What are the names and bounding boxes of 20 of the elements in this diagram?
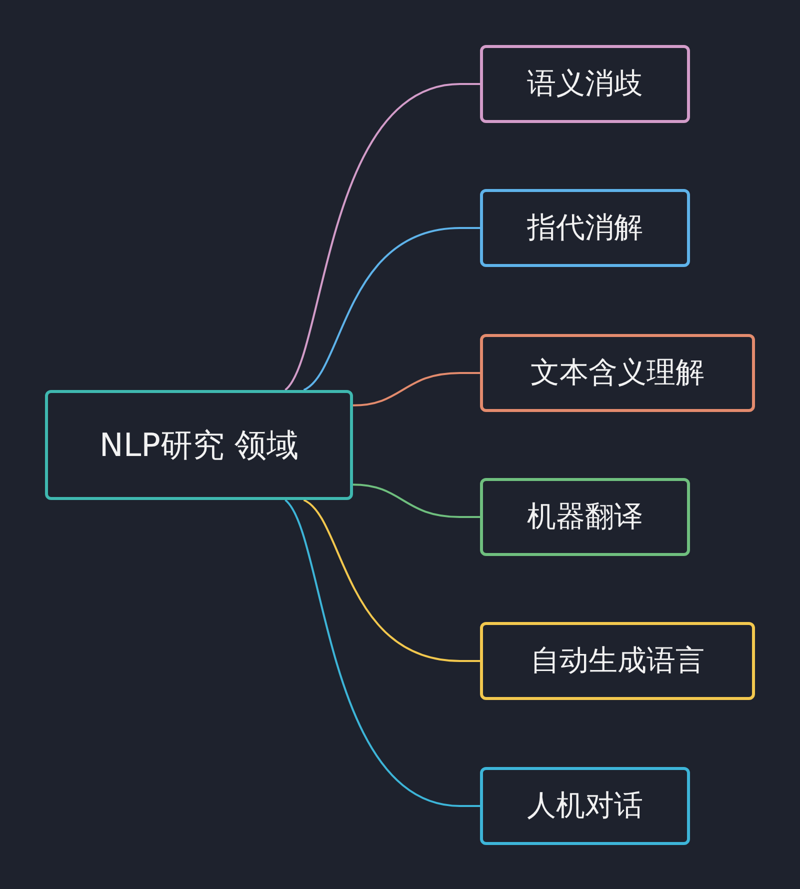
- connector-line: [352, 484, 480, 518]
- connector-line: [284, 499, 480, 807]
- root-topic-box: [45, 390, 353, 500]
- topic-label: 人机对话: [527, 787, 643, 824]
- topic-label: 指代消解: [527, 209, 643, 246]
- connector-line: [303, 227, 480, 391]
- topic-box: [480, 45, 690, 123]
- connector-line: [303, 499, 480, 662]
- topic-box: [480, 189, 690, 267]
- connector-line: [352, 372, 480, 406]
- connector-line: [284, 83, 480, 391]
- topic-box: [480, 767, 690, 845]
- topic-label: NLP研究 领域: [99, 425, 299, 466]
- topic-box: [480, 478, 690, 556]
- topic-label: 语义消歧: [527, 65, 643, 102]
- topic-label: 文本含义理解: [530, 354, 704, 392]
- topic-box: [480, 622, 755, 700]
- topic-label: 自动生成语言: [530, 642, 704, 680]
- topic-box: [480, 334, 755, 412]
- topic-label: 机器翻译: [527, 498, 643, 536]
